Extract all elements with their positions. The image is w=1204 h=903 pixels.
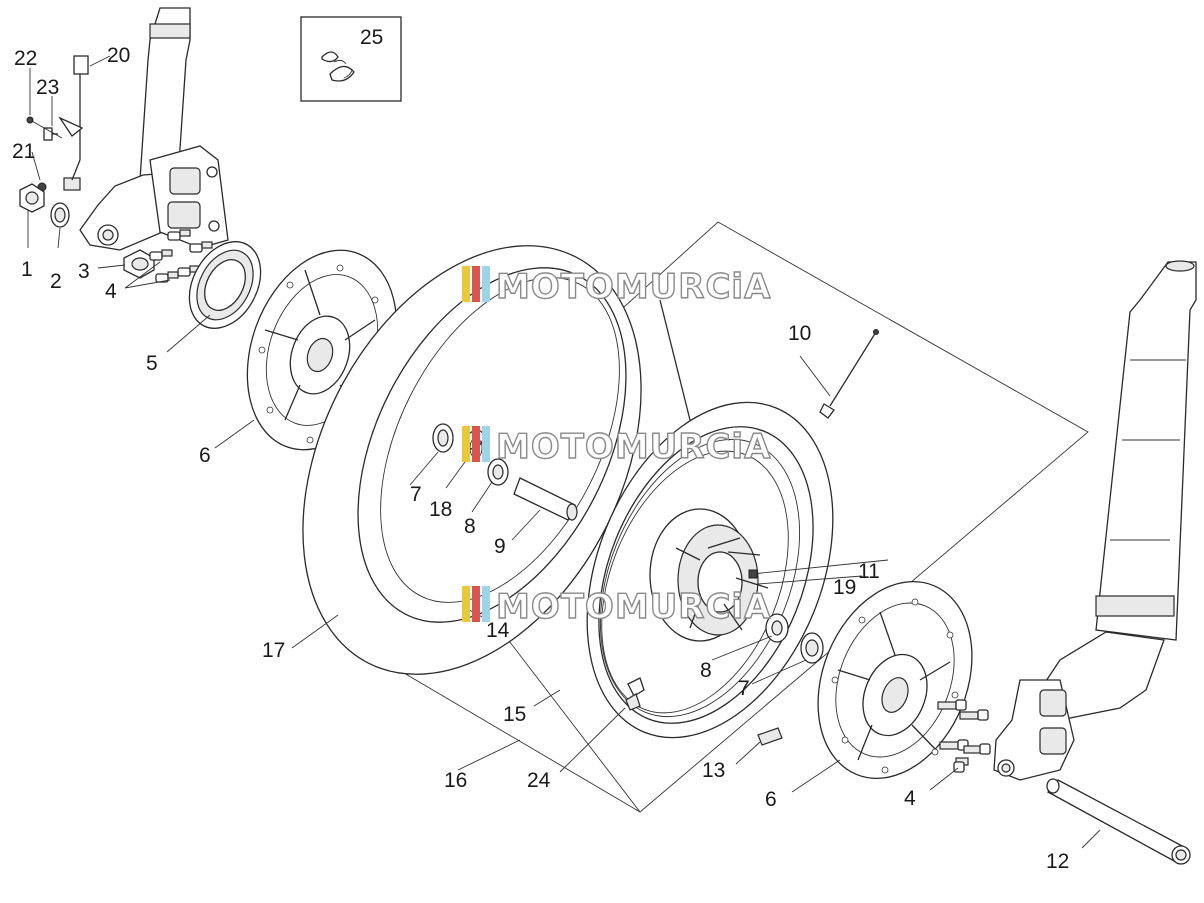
watermark-stripe [482, 586, 490, 622]
abs-tone-ring [188, 241, 262, 329]
watermark-stripe [482, 266, 490, 302]
callout-4-left: 4 [105, 280, 117, 303]
watermark-middle: MOTOMURCiA [462, 426, 771, 468]
right-brake-disc [817, 581, 973, 779]
callout-labels: 1 2 3 4 5 6 22 23 20 21 7 18 8 9 10 11 1… [12, 44, 1069, 873]
callout-3: 3 [78, 260, 90, 283]
valve-rod [659, 299, 879, 421]
callout-14: 14 [486, 619, 510, 642]
callout-17: 17 [262, 639, 285, 662]
right-fork-leg [993, 260, 1197, 781]
watermark-stripe [482, 426, 490, 462]
disc-bolts-left [149, 229, 213, 283]
watermark-top: MOTOMURCiA [462, 266, 771, 308]
left-brake-caliper [149, 145, 229, 249]
callout-22: 22 [14, 47, 37, 70]
callout-24: 24 [527, 769, 551, 792]
callout-8-right: 8 [700, 659, 712, 682]
callout-19: 19 [833, 576, 856, 599]
right-bearing-seal [748, 559, 889, 664]
callout-6-right: 6 [765, 788, 777, 811]
callout-10: 10 [788, 322, 811, 345]
callout-7-right: 7 [738, 677, 750, 700]
callout-15: 15 [503, 703, 526, 726]
balance-weight-and-valve [625, 677, 783, 746]
front-axle [1046, 778, 1191, 865]
clip-icon [321, 51, 355, 82]
watermark-stripe [472, 266, 480, 302]
callout-16: 16 [444, 769, 467, 792]
callout-21: 21 [12, 140, 35, 163]
callout-9: 9 [494, 535, 506, 558]
callout-25: 25 [360, 26, 383, 49]
callout-7-left: 7 [410, 483, 422, 506]
callout-23: 23 [36, 76, 59, 99]
watermark-text: MOTOMURCiA [496, 427, 771, 467]
watermark-text: MOTOMURCiA [496, 587, 771, 627]
disc-bolts-right [937, 699, 991, 773]
watermark-stripe [462, 266, 470, 302]
callout-5: 5 [146, 352, 158, 375]
abs-sensor [26, 55, 89, 192]
callout-12: 12 [1046, 850, 1069, 873]
axle-nut-washer-bushing [19, 183, 155, 279]
watermark-text: MOTOMURCiA [496, 267, 771, 307]
callout-20: 20 [107, 44, 130, 67]
inset-box-clips: 25 [300, 16, 402, 102]
callout-1: 1 [21, 258, 33, 281]
callout-2: 2 [50, 270, 62, 293]
hub [649, 508, 769, 642]
watermark-stripe [462, 426, 470, 462]
callout-8-left: 8 [464, 515, 476, 538]
watermark-stripe [472, 586, 480, 622]
leader-lines [27, 55, 1101, 849]
callout-11: 11 [858, 560, 880, 583]
watermark-stripe [472, 426, 480, 462]
callout-6-left: 6 [199, 444, 211, 467]
callout-4-right: 4 [904, 787, 916, 810]
watermark-bottom: MOTOMURCiA [462, 586, 771, 628]
callout-18: 18 [429, 498, 452, 521]
watermark-stripe [462, 586, 470, 622]
callout-13: 13 [702, 759, 725, 782]
